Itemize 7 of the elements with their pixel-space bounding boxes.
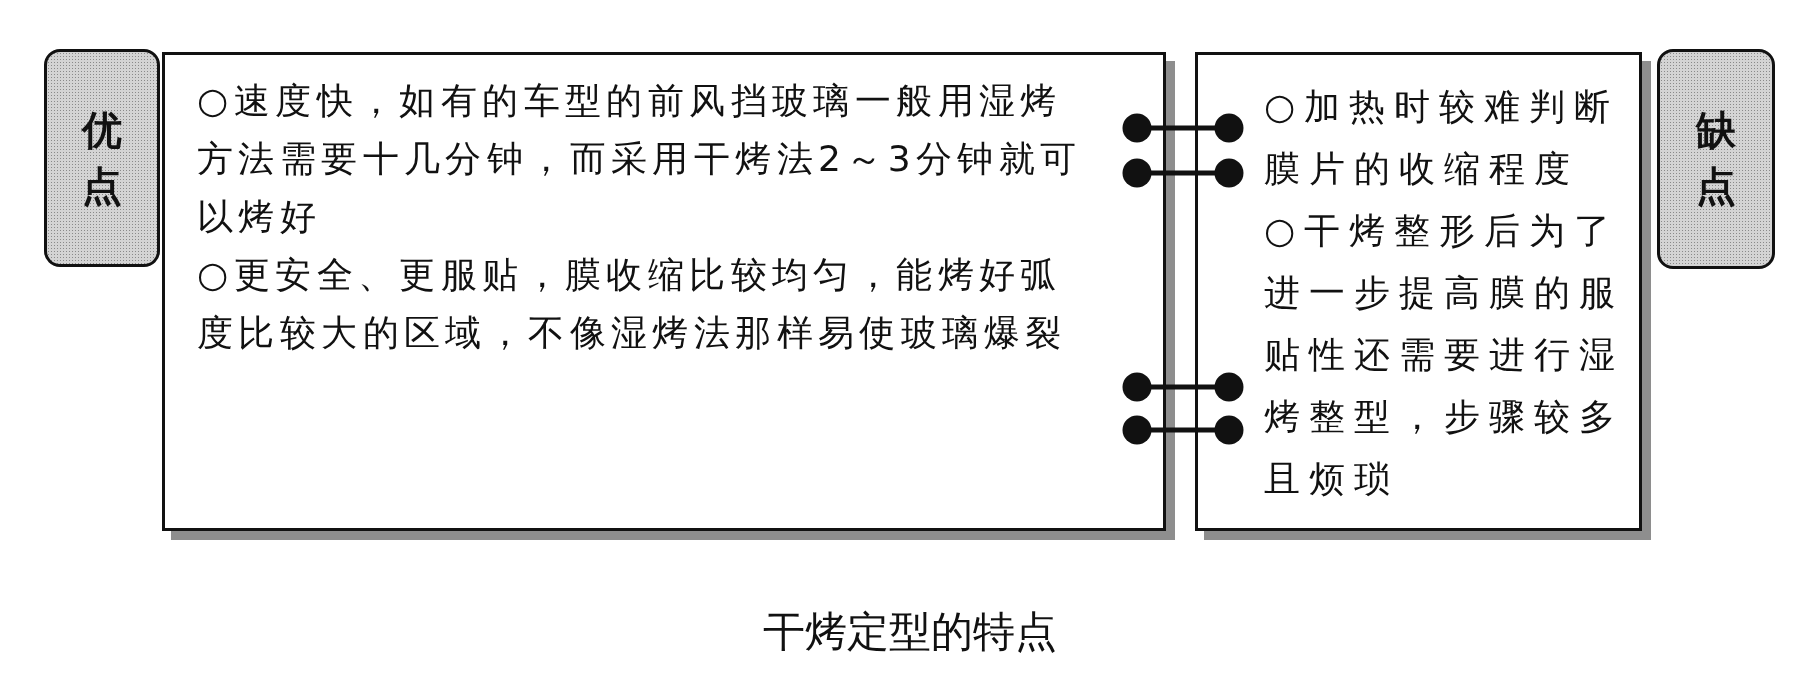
bullet-text: ○速度快，如有的车型的前风挡玻璃一般用湿烤方法需要十几分钟，而采用干烤法2～3分钟就可以烤好 — [197, 79, 1082, 239]
side-tab: 缺点 — [1657, 49, 1775, 269]
bullet-text: ○更安全、更服贴，膜收缩比较均匀，能烤好弧度比较大的区域，不像湿烤法那样易使玻璃爆裂 — [197, 253, 1068, 355]
side-tab: 优点 — [44, 49, 160, 267]
bullet-text: ○加热时较难判断膜片的收缩程度 — [1264, 85, 1621, 191]
caption: 干烤定型的特点 — [762, 607, 1057, 656]
bullet-text: ○干烤整形后为了进一步提高膜的服贴性还需要进行湿烤整型，步骤较多且烦琐 — [1264, 209, 1625, 501]
